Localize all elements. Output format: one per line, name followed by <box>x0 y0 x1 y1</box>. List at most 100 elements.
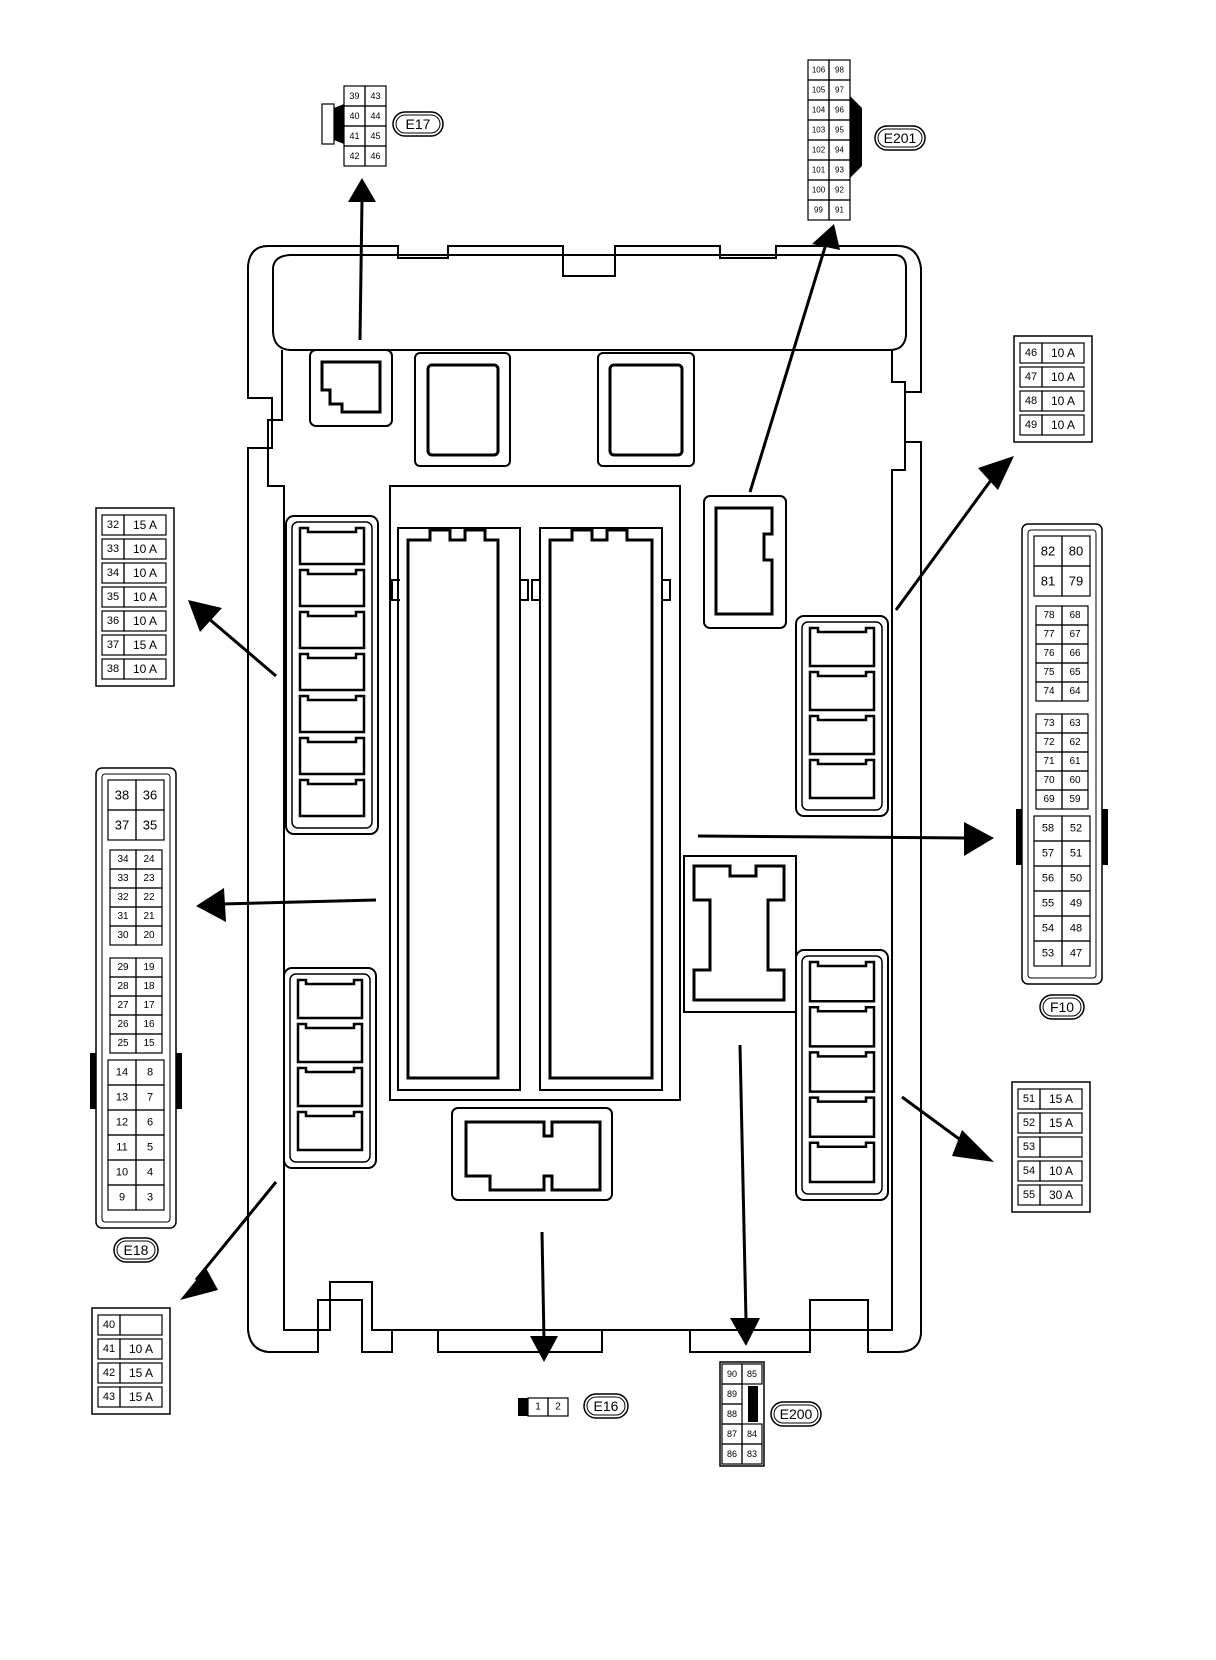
connector-housing-e201 <box>703 495 787 629</box>
fuse-number: 36 <box>107 615 119 627</box>
relay-socket-right <box>597 352 695 467</box>
fuse-slot-groups <box>283 515 889 1201</box>
connector-housing-e16 <box>451 1107 613 1201</box>
fuse-number: 35 <box>107 591 119 603</box>
pin-number: 27 <box>117 1000 129 1011</box>
fuse-number: 52 <box>1023 1117 1035 1129</box>
pin-number: 105 <box>812 86 826 95</box>
fuse-slot <box>808 714 876 756</box>
pin-number: 75 <box>1043 667 1055 678</box>
fuse-rating: 15 A <box>1049 1092 1073 1106</box>
pin-number: 19 <box>143 962 155 973</box>
pin-number: 99 <box>814 206 823 215</box>
pin-number: 69 <box>1043 794 1055 805</box>
fuse-number: 40 <box>103 1319 115 1331</box>
fuse-rating: 10 A <box>133 662 157 676</box>
pin-number: 86 <box>727 1449 737 1459</box>
pin-number: 24 <box>143 854 155 865</box>
fuse-rating: 15 A <box>133 518 157 532</box>
connector-label: F10 <box>1050 999 1074 1015</box>
fuse-slot <box>808 1096 876 1139</box>
pin-number: 3 <box>147 1192 153 1204</box>
fuse-number: 48 <box>1025 395 1037 407</box>
pin-number: 45 <box>370 131 380 141</box>
fuse-number: 41 <box>103 1343 115 1355</box>
pin-number: 31 <box>117 911 129 922</box>
fuse-rating: 10 A <box>133 566 157 580</box>
pin-number: 1 <box>535 1402 541 1413</box>
fuse-slot <box>808 670 876 712</box>
fuse-rating: 10 A <box>1051 346 1075 360</box>
pin-number: 90 <box>727 1369 737 1379</box>
fuse-slot <box>298 736 366 776</box>
pin-number: 56 <box>1042 873 1054 885</box>
pin-number: 92 <box>835 186 844 195</box>
fuse-rating: 15 A <box>129 1366 153 1380</box>
fuse-slot <box>296 978 364 1020</box>
pin-number: 39 <box>349 91 359 101</box>
pin-number: 33 <box>117 873 129 884</box>
pin-number: 43 <box>370 91 380 101</box>
pin-number: 96 <box>835 106 844 115</box>
pin-number: 23 <box>143 873 155 884</box>
pin-number: 48 <box>1070 923 1082 935</box>
fuse-rating: 10 A <box>129 1342 153 1356</box>
fuse-number: 46 <box>1025 347 1037 359</box>
connector-housing-e17 <box>309 349 393 427</box>
central-connector-sockets <box>389 485 681 1101</box>
fuse-rating: 10 A <box>133 590 157 604</box>
fuse-slot <box>296 1110 364 1152</box>
pin-number: 81 <box>1041 574 1055 589</box>
fuse-number: 43 <box>103 1391 115 1403</box>
fuse-number: 51 <box>1023 1093 1035 1105</box>
pin-number: 72 <box>1043 737 1055 748</box>
fuse-rating: 15 A <box>133 638 157 652</box>
pin-number: 36 <box>143 788 157 803</box>
pin-number: 94 <box>835 146 844 155</box>
pin-number: 35 <box>143 818 157 833</box>
fuse-rating: 15 A <box>129 1390 153 1404</box>
connector-label: E18 <box>124 1242 149 1258</box>
pin-number: 106 <box>812 66 826 75</box>
pin-number: 47 <box>1070 948 1082 960</box>
pin-number: 88 <box>727 1409 737 1419</box>
pin-number: 41 <box>349 131 359 141</box>
fuse-slot <box>298 694 366 734</box>
fuse-number: 54 <box>1023 1165 1035 1177</box>
callout-arrows <box>180 178 1014 1362</box>
fuse-rating: 10 A <box>133 614 157 628</box>
fuse-slot <box>298 778 366 818</box>
pin-number: 54 <box>1042 923 1054 935</box>
pin-number: 102 <box>812 146 826 155</box>
pin-number: 101 <box>812 166 826 175</box>
fuse-rating: 10 A <box>1051 394 1075 408</box>
pin-number: 71 <box>1043 756 1055 767</box>
connector-label: E16 <box>594 1398 619 1414</box>
fuse-slot <box>808 1005 876 1048</box>
pin-number: 2 <box>555 1402 561 1413</box>
fuse-rating: 10 A <box>1051 370 1075 384</box>
pin-number: 38 <box>115 788 129 803</box>
pin-number: 78 <box>1043 610 1055 621</box>
fuse-number: 42 <box>103 1367 115 1379</box>
pin-number: 53 <box>1042 948 1054 960</box>
fuse-number: 32 <box>107 519 119 531</box>
pin-number: 74 <box>1043 686 1055 697</box>
pin-number: 57 <box>1042 848 1054 860</box>
pin-number: 98 <box>835 66 844 75</box>
fuse-number: 37 <box>107 639 119 651</box>
pin-number: 49 <box>1070 898 1082 910</box>
pin-number: 44 <box>370 111 380 121</box>
fuse-number: 38 <box>107 663 119 675</box>
pin-number: 17 <box>143 1000 155 1011</box>
fuse-slot <box>296 1022 364 1064</box>
pin-number: 63 <box>1069 718 1081 729</box>
pin-number: 91 <box>835 206 844 215</box>
pin-number: 61 <box>1069 756 1081 767</box>
